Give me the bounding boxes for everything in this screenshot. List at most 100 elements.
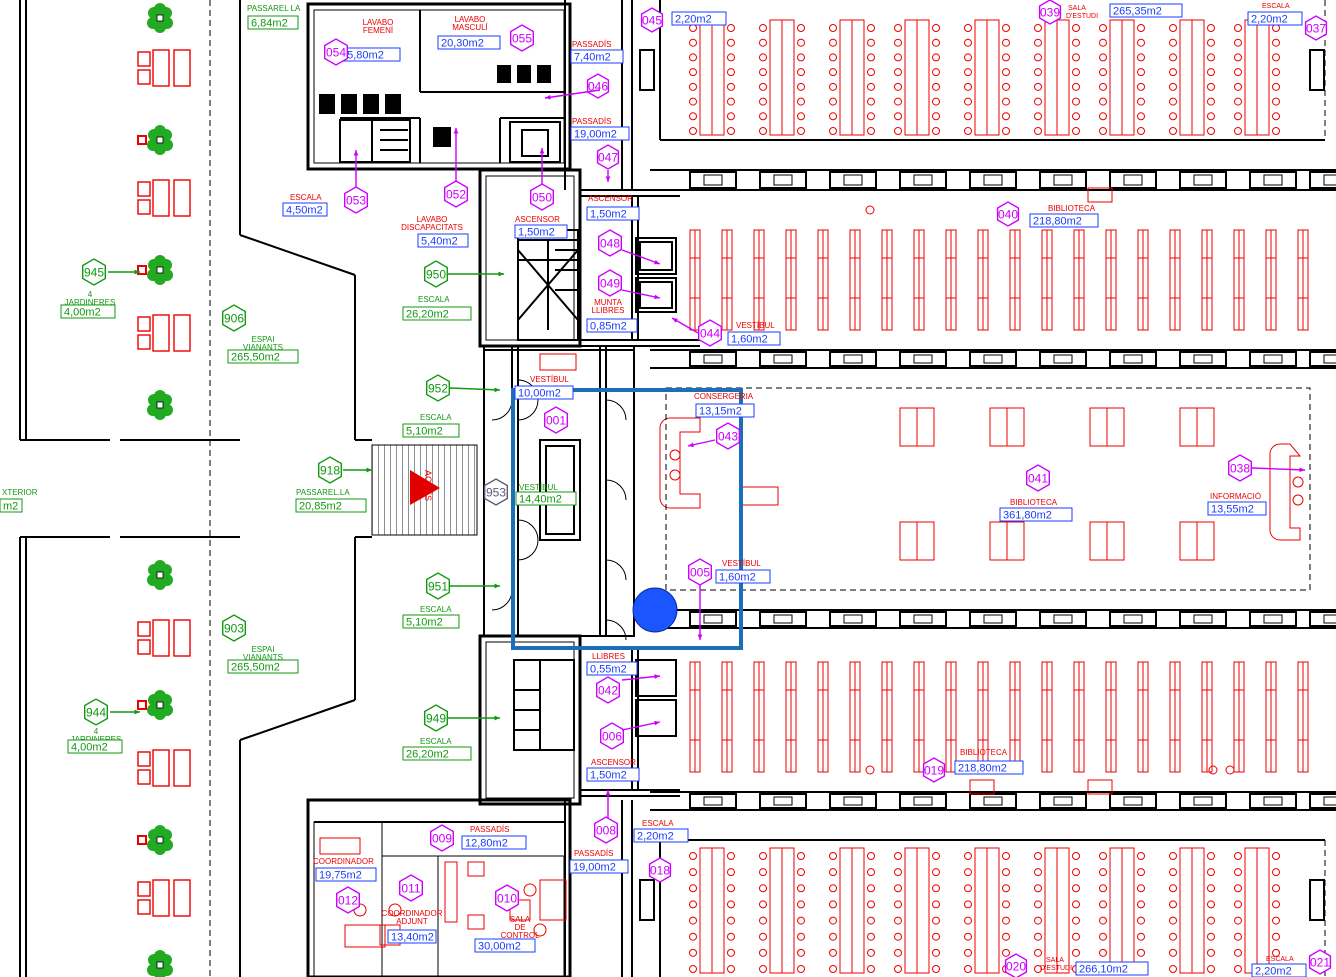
room-name-label: MUNTA [594,298,623,307]
room-code-hexagon[interactable] [399,874,423,902]
room-code-hexagon[interactable] [594,816,618,844]
room-code-hexagon[interactable] [324,38,348,66]
room-code-hexagon[interactable] [596,144,620,170]
room-code-hexagon[interactable] [221,304,247,332]
room-code-hexagon[interactable] [426,572,450,600]
room-code-hexagon[interactable] [544,406,568,434]
area-value: 4,00m2 [64,307,101,319]
area-value: 0,55m2 [590,664,627,676]
room-code-hexagon[interactable] [1038,0,1062,25]
area-box [247,15,299,30]
area-value: 218,80m2 [958,763,1007,775]
area-box [1029,213,1099,228]
room-name-label: COORDINADOR [382,909,443,918]
pointer-arrow-head [688,442,694,448]
room-code-hexagon[interactable] [1004,953,1028,977]
room-code: 043 [718,430,738,444]
pointer-arrow [621,675,661,681]
room-code: 006 [602,730,622,744]
room-code-hexagon[interactable] [598,269,622,297]
room-code-hexagon[interactable] [424,260,448,288]
area-value: 19,00m2 [573,862,616,874]
area-value: 12,80m2 [465,838,508,850]
room-code-hexagon[interactable] [484,478,508,506]
room-code-hexagon[interactable] [336,886,360,914]
pointer-arrow-head [654,674,660,679]
room-code-hexagon[interactable] [698,319,722,347]
area-box [514,224,568,239]
room-code-hexagon[interactable] [1308,949,1332,975]
room-code: 951 [428,580,448,594]
room-code-hexagon[interactable] [996,201,1020,227]
area-box [461,835,527,850]
room-code-hexagon[interactable] [640,7,664,33]
area-box [402,306,472,321]
room-code-hexagon[interactable] [922,757,946,783]
room-code: 903 [224,622,244,636]
area-value: 13,40m2 [391,932,434,944]
room-name-label: VESTÍBUL [530,375,569,384]
room-code-hexagon[interactable] [430,824,454,852]
area-value: 7,40m2 [574,52,611,64]
room-code: 047 [598,151,618,165]
room-name-label: VIANANTS [243,653,283,662]
area-box [715,569,771,584]
room-code: 055 [512,32,532,46]
room-name-label: ESCALA [642,819,674,828]
room-name-label: ESCALA [1266,956,1294,963]
room-name-label: PASSADÍS [572,40,611,49]
room-code-hexagon[interactable] [424,704,448,732]
room-code: 042 [598,684,618,698]
room-code-hexagon[interactable] [1304,15,1328,41]
room-name-label: BIBLIOTECA [960,748,1008,757]
pointer-arrow-head [605,790,611,796]
area-value: 265,50m2 [231,662,280,674]
pointer-arrow-head [494,583,500,589]
room-code: 046 [588,80,608,94]
area-box [387,929,437,944]
room-name-label: 4 [94,727,99,736]
room-code-hexagon[interactable] [1227,454,1253,482]
pointer-arrow-head [366,467,372,473]
room-name-label: ESCALA [1262,3,1290,10]
room-code-hexagon[interactable] [648,857,672,883]
pointer-arrow [1251,467,1306,471]
selected-area-highlight[interactable] [511,388,743,650]
area-value: 13,15m2 [699,406,742,418]
room-code-hexagon[interactable] [1025,464,1051,492]
pointer-arrow-head [672,318,678,323]
room-code: 945 [84,266,104,280]
room-code-hexagon[interactable] [596,676,620,704]
area-box [569,859,629,874]
room-code: 018 [650,864,670,878]
room-name-label: SALA [1068,5,1086,12]
room-code: 050 [532,191,552,205]
area-value: 1,60m2 [731,334,768,346]
room-code-hexagon[interactable] [598,229,622,257]
room-code-hexagon[interactable] [495,884,519,912]
room-code-hexagon[interactable] [426,374,450,402]
room-code-hexagon[interactable] [83,698,109,726]
area-value: 4,00m2 [71,742,108,754]
area-value: 20,30m2 [441,38,484,50]
area-value: m2 [3,501,18,513]
room-code-hexagon[interactable] [81,258,107,286]
room-code-hexagon[interactable] [688,558,712,586]
area-box [570,49,624,64]
pointer-arrow [621,289,661,299]
room-code: 906 [224,312,244,326]
room-code-hexagon[interactable] [318,456,342,484]
room-code-hexagon[interactable] [510,24,534,52]
room-code-hexagon[interactable] [716,422,740,450]
area-value: 14,40m2 [519,494,562,506]
location-marker[interactable] [632,587,678,633]
room-code-hexagon[interactable] [221,614,247,642]
area-value: 5,40m2 [421,236,458,248]
room-code-hexagon[interactable] [600,722,624,750]
area-value: 0,85m2 [590,321,627,333]
room-code: 048 [600,237,620,251]
area-box [315,867,377,882]
pointer-arrow-head [605,176,611,182]
area-value: 30,00m2 [478,941,521,953]
